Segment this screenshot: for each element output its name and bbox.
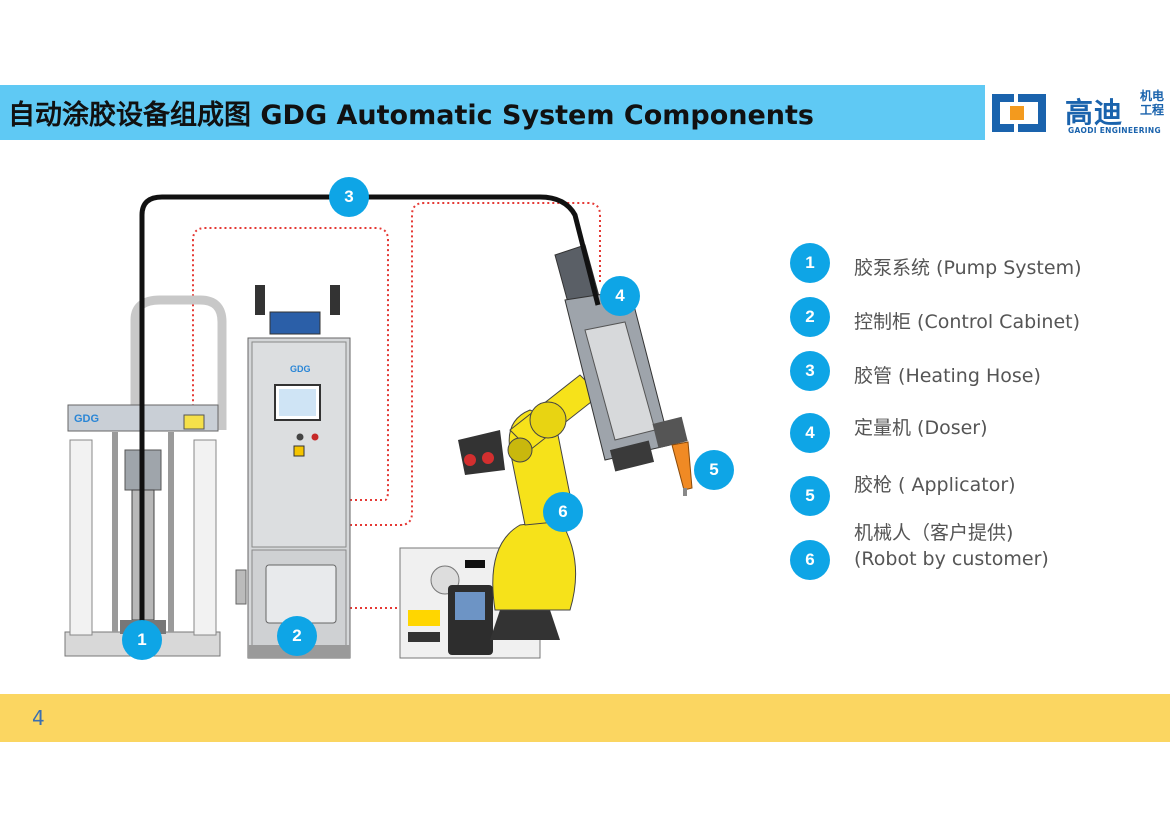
svg-text:GDG: GDG	[290, 364, 311, 374]
title-bar: 自动涂胶设备组成图 GDG Automatic System Component…	[0, 85, 985, 140]
system-diagram: GDG GDG	[0, 160, 780, 680]
svg-text:GDG: GDG	[74, 413, 99, 425]
legend-label-line-1: 机械人（客户提供)	[854, 522, 1014, 544]
legend-badge: 1	[790, 243, 830, 283]
legend-badge: 2	[790, 297, 830, 337]
footer-bar: 4	[0, 694, 1170, 742]
pump-system: GDG	[64, 404, 221, 657]
applicator-gun	[671, 441, 693, 496]
legend-item-doser: 4 定量机 (Doser)	[790, 413, 1170, 457]
signal-cable-2	[350, 202, 601, 526]
legend-badge: 5	[790, 476, 830, 516]
page-title: 自动涂胶设备组成图 GDG Automatic System Component…	[8, 100, 815, 131]
legend-label-line-2: (Robot by customer)	[854, 548, 1049, 570]
legend-label: 机械人（客户提供) (Robot by customer)	[854, 520, 1049, 572]
company-logo: 高迪 机电工程 GAODI ENGINEERING	[985, 85, 1170, 140]
signal-cable-1	[192, 227, 389, 501]
legend-badge: 4	[790, 413, 830, 453]
legend-label: 控制柜 (Control Cabinet)	[854, 311, 1081, 333]
legend-badge: 3	[790, 351, 830, 391]
legend-badge: 6	[790, 540, 830, 580]
callout-6: 6	[543, 492, 583, 532]
logo-english-name: GAODI ENGINEERING	[1068, 126, 1161, 135]
logo-chinese-name: 高迪	[1065, 96, 1124, 129]
logo-chinese-subtitle: 机电工程	[1140, 89, 1165, 117]
callout-3: 3	[329, 177, 369, 217]
legend-item-pump-system: 1 胶泵系统 (Pump System)	[790, 243, 1170, 287]
grey-hose	[130, 295, 227, 430]
system-diagram-drawing: GDG GDG	[64, 194, 693, 659]
legend-label: 胶泵系统 (Pump System)	[854, 257, 1082, 279]
callout-2: 2	[277, 616, 317, 656]
callout-5: 5	[694, 450, 734, 490]
callout-1: 1	[122, 620, 162, 660]
control-cabinet: GDG	[235, 285, 351, 659]
gaodi-logo-icon	[992, 94, 1046, 132]
legend-label: 胶枪 ( Applicator)	[854, 474, 1016, 496]
legend-item-heating-hose: 3 胶管 (Heating Hose)	[790, 351, 1170, 395]
legend-label: 胶管 (Heating Hose)	[854, 365, 1041, 387]
callout-4: 4	[600, 276, 640, 316]
page-number: 4	[32, 706, 45, 730]
legend-item-control-cabinet: 2 控制柜 (Control Cabinet)	[790, 297, 1170, 341]
legend-label: 定量机 (Doser)	[854, 417, 988, 439]
legend-item-robot: 6 机械人（客户提供) (Robot by customer)	[790, 522, 1170, 584]
legend-item-applicator: 5 胶枪 ( Applicator)	[790, 474, 1170, 520]
